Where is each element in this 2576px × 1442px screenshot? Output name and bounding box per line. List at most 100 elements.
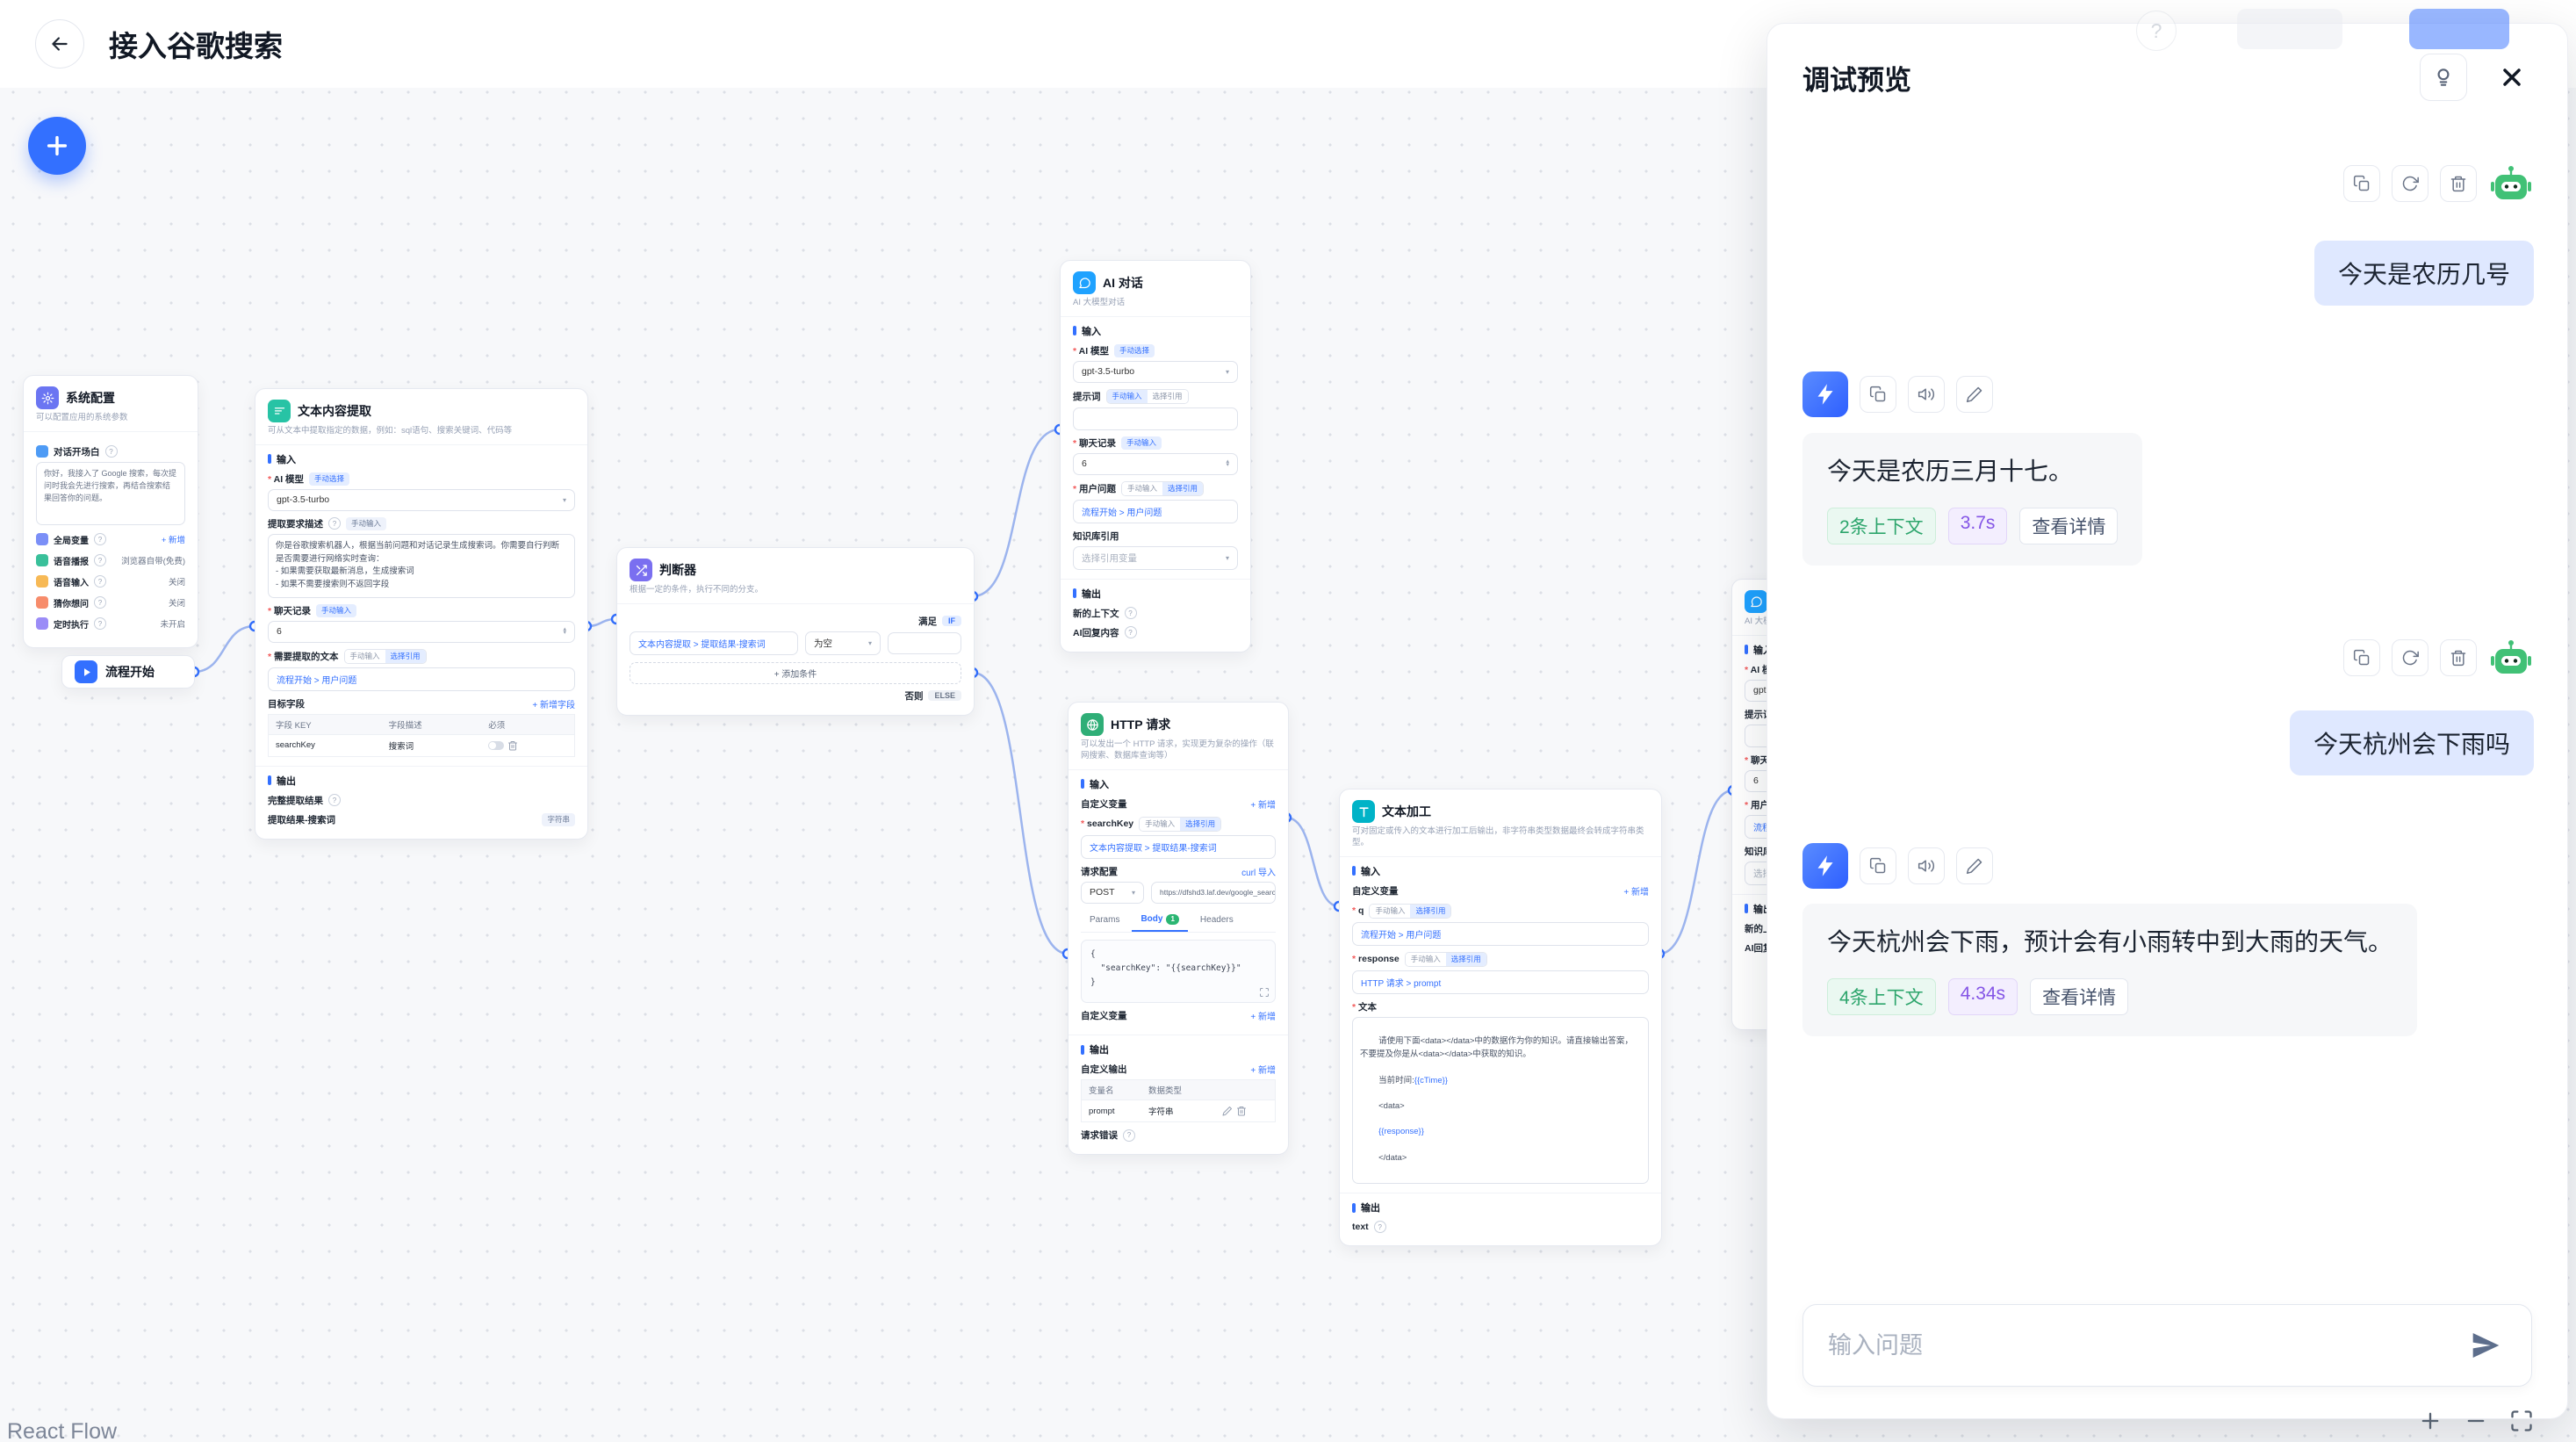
stepper-icon[interactable]: ▴▾ (1226, 458, 1229, 469)
copy-icon (1869, 857, 1887, 875)
node-ai-chat[interactable]: AI 对话 AI 大模型对话 输入 AI 模型 手动选择 gpt-3.5-tur… (1060, 260, 1251, 653)
copy-button[interactable] (1860, 847, 1896, 884)
pencil-icon (1966, 386, 1983, 403)
context-badge[interactable]: 2条上下文 (1827, 508, 1936, 545)
input-type-toggle[interactable]: 手动输入选择引用 (1369, 903, 1452, 919)
reference-chip[interactable]: HTTP 请求 > prompt (1352, 970, 1649, 994)
pencil-icon[interactable] (1222, 1106, 1233, 1116)
add-variable-button[interactable]: + 新增 (1250, 800, 1276, 811)
latency-badge[interactable]: 3.7s (1947, 508, 2008, 545)
latency-badge[interactable]: 4.34s (1947, 978, 2018, 1016)
config-row-tts[interactable]: 语音播报? 浏览器自带(免费) (36, 554, 185, 567)
delete-button[interactable] (2440, 165, 2477, 202)
fit-view-button[interactable] (2504, 1403, 2539, 1438)
config-row-schedule[interactable]: 定时执行? 未开启 (36, 617, 185, 631)
input-type-toggle[interactable]: 手动输入选择引用 (1404, 951, 1487, 967)
publish-button[interactable] (2409, 9, 2509, 49)
model-select[interactable]: gpt-3.5-turbo▾ (1073, 360, 1238, 383)
curl-import-button[interactable]: curl 导入 (1241, 868, 1276, 878)
config-row-guess[interactable]: 猜你想问? 关闭 (36, 596, 185, 609)
history-count-input[interactable]: 6▴▾ (1073, 452, 1238, 475)
table-row[interactable]: searchKey 搜索词 (269, 734, 575, 756)
else-tag: ELSE (928, 690, 961, 702)
kb-select[interactable]: 选择引用变量▾ (1073, 545, 1238, 570)
trash-icon[interactable] (1236, 1106, 1247, 1116)
config-row-stt[interactable]: 语音输入? 关闭 (36, 575, 185, 588)
condition-variable-chip[interactable]: 文本内容提取 > 提取结果-搜索词 (630, 631, 798, 655)
edit-button[interactable] (1956, 376, 1993, 413)
method-select[interactable]: POST▾ (1081, 881, 1144, 904)
add-variable-button[interactable]: + 新增 (161, 536, 185, 546)
view-detail-button[interactable]: 查看详情 (2019, 508, 2119, 545)
stepper-icon[interactable]: ▴▾ (563, 625, 566, 637)
reactflow-attribution[interactable]: React Flow (7, 1419, 118, 1442)
tab-headers[interactable]: Headers (1199, 915, 1234, 926)
node-flow-start[interactable]: 流程开始 (61, 655, 195, 689)
add-condition-button[interactable]: + 添加条件 (630, 661, 961, 684)
config-row-variables[interactable]: 全局变量? + 新增 (36, 533, 185, 546)
prompt-input[interactable] (1073, 407, 1238, 430)
history-count-input[interactable]: 6▴▾ (268, 620, 575, 643)
reference-chip[interactable]: 文本内容提取 > 提取结果-搜索词 (1081, 834, 1276, 859)
add-output-button[interactable]: + 新增 (1250, 1066, 1276, 1077)
input-type-toggle[interactable]: 手动输入选择引用 (1105, 388, 1189, 404)
chat-input[interactable] (1826, 1330, 2463, 1360)
reference-chip[interactable]: 流程开始 > 用户问题 (1352, 921, 1649, 946)
close-panel-button[interactable] (2488, 54, 2536, 101)
zoom-in-button[interactable] (2413, 1403, 2448, 1438)
required-switch[interactable] (488, 740, 505, 750)
table-row[interactable]: prompt 字符串 (1082, 1100, 1276, 1122)
edit-button[interactable] (1956, 847, 1993, 884)
copy-button[interactable] (1860, 376, 1896, 413)
expand-icon[interactable] (1259, 987, 1270, 998)
node-condition[interactable]: 判断器 根据一定的条件，执行不同的分支。 满足 IF 文本内容提取 > 提取结果… (616, 547, 975, 716)
response-token: {{response}} (1378, 1127, 1424, 1137)
retry-button[interactable] (2392, 165, 2428, 202)
add-variable-button[interactable]: + 新增 (1250, 1013, 1276, 1023)
zoom-out-button[interactable] (2458, 1403, 2493, 1438)
node-content-extract[interactable]: 文本内容提取 可从文本中提取指定的数据，例如：sql语句、搜索关键词、代码等 输… (255, 388, 588, 840)
delete-button[interactable] (2440, 639, 2477, 676)
text-template-textarea[interactable]: 请使用下面<data></data>中的数据作为你的知识。请直接输出答案，不要提… (1352, 1016, 1649, 1185)
panel-lamp-button[interactable] (2420, 54, 2467, 101)
read-aloud-button[interactable] (1908, 376, 1945, 413)
chat-icon (1073, 271, 1096, 294)
help-button[interactable]: ? (2136, 11, 2177, 51)
reference-chip[interactable]: 流程开始 > 用户问题 (1073, 499, 1238, 523)
node-system-config[interactable]: 系统配置 可以配置应用的系统参数 对话开场白 ? 你好，我接入了 Google … (23, 375, 198, 648)
globe-icon (1081, 713, 1104, 736)
tab-params[interactable]: Params (1090, 915, 1120, 926)
send-icon (2468, 1328, 2503, 1363)
copy-icon (1869, 386, 1887, 403)
node-http-request[interactable]: HTTP 请求 可以发出一个 HTTP 请求，实现更为复杂的操作（联网搜索、数据… (1068, 702, 1289, 1156)
help-icon: ? (94, 575, 106, 588)
url-input[interactable]: https://dfshd3.laf.dev/google_search (1151, 881, 1276, 904)
trash-icon[interactable] (507, 740, 518, 751)
node-text-process[interactable]: 文本加工 可对固定或传入的文本进行加工后输出，非字符串类型数据最终会转成字符串类… (1339, 789, 1662, 1247)
model-select[interactable]: gpt-3.5-turbo▾ (268, 488, 575, 511)
copy-button[interactable] (2343, 165, 2380, 202)
extract-description-textarea[interactable]: 你是谷歌搜索机器人，根据当前问题和对话记录生成搜索词。你需要自行判断是否需要进行… (268, 533, 575, 598)
welcome-textarea[interactable]: 你好，我接入了 Google 搜索，每次提问时我会先进行搜索，再结合搜索结果回答… (36, 461, 185, 525)
view-detail-button[interactable]: 查看详情 (2030, 978, 2129, 1016)
reference-chip[interactable]: 流程开始 > 用户问题 (268, 667, 575, 691)
read-aloud-button[interactable] (1908, 847, 1945, 884)
body-json-editor[interactable]: { "searchKey": "{{searchKey}}" } (1081, 939, 1276, 1004)
save-button[interactable] (2237, 9, 2342, 49)
input-type-toggle[interactable]: 手动输入选择引用 (1121, 480, 1205, 496)
condition-operator-select[interactable]: 为空▾ (805, 631, 881, 655)
copy-button[interactable] (2343, 639, 2380, 676)
condition-value-input[interactable] (888, 631, 961, 654)
add-field-button[interactable]: + 新增字段 (532, 700, 575, 710)
add-variable-button[interactable]: + 新增 (1623, 887, 1649, 898)
retry-button[interactable] (2392, 639, 2428, 676)
section-input: 输入 (268, 452, 575, 466)
if-label: 满足 (918, 616, 937, 627)
input-type-toggle[interactable]: 手动输入选择引用 (343, 648, 427, 664)
send-button[interactable] (2463, 1327, 2508, 1364)
context-badge[interactable]: 4条上下文 (1827, 978, 1936, 1016)
input-type-toggle[interactable]: 手动输入选择引用 (1139, 816, 1222, 832)
add-node-button[interactable] (28, 117, 86, 175)
back-button[interactable] (35, 19, 84, 68)
